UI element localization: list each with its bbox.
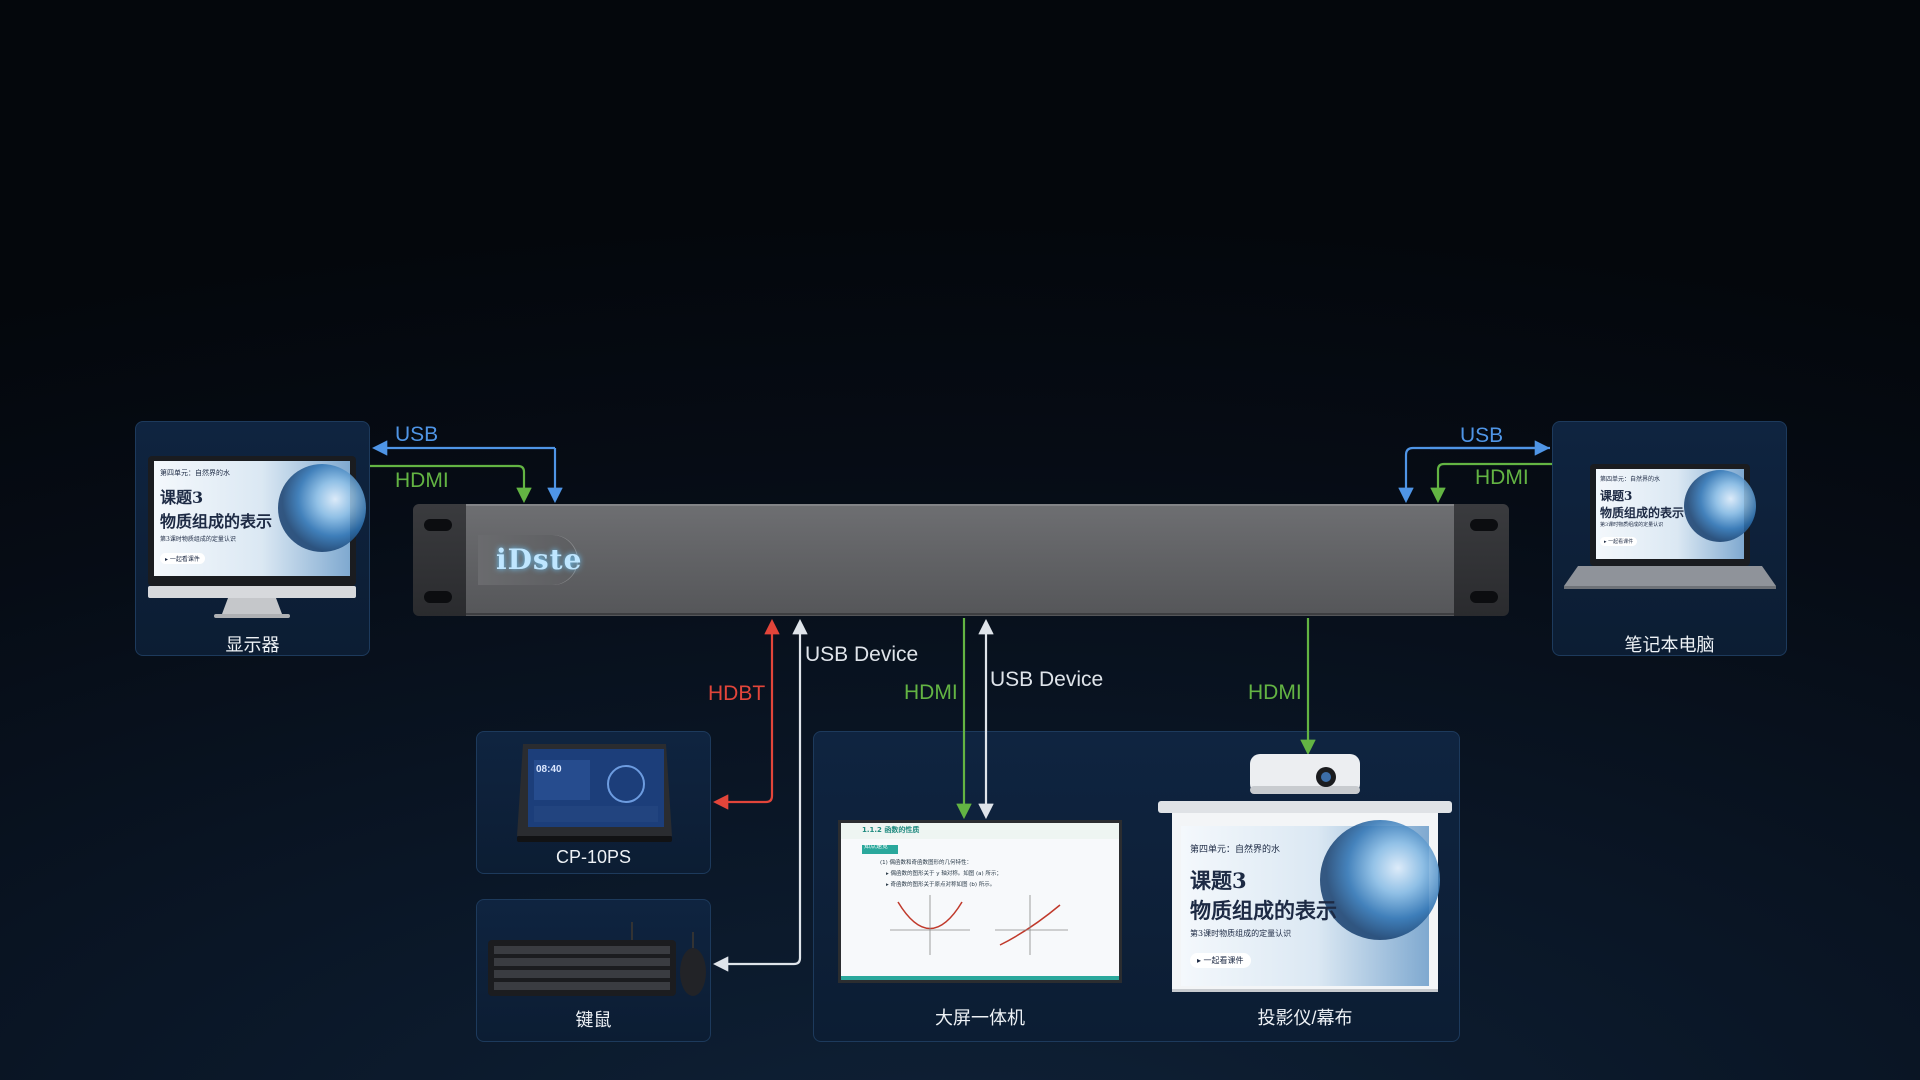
slide-sub: 第3课时物质组成的定量认识	[1190, 929, 1292, 938]
panel-time: 08:40	[536, 764, 562, 775]
slide-title-1: 课题3	[1600, 489, 1633, 503]
monitor-slide: 第四单元：自然界的水 课题3 物质组成的表示 第3课时物质组成的定量认识 ▸ 一…	[160, 468, 300, 565]
rack-ear-hole-top-right	[1470, 519, 1498, 531]
slide-unit: 第四单元：自然界的水	[1600, 476, 1661, 483]
slide-title-2: 物质组成的表示	[160, 512, 273, 531]
projector-label: 投影仪/幕布	[1257, 1008, 1353, 1028]
screen-line-1: (1) 偶函数和奇函数图形的几何特性：	[880, 860, 973, 866]
screen-heading: 1.1.2 函数的性质	[862, 826, 920, 834]
monitor-hdmi-wire	[370, 464, 532, 504]
slide-button: ▸ 一起看课件	[1190, 953, 1251, 968]
matrix-switcher-device	[413, 504, 1509, 616]
slide-title-1: 课题3	[160, 488, 204, 507]
brand-logo: iDste	[478, 535, 581, 585]
slide-button: ▸ 一起看课件	[1600, 537, 1638, 546]
laptop-usb-label: USB	[1460, 424, 1504, 447]
slide-title-2: 物质组成的表示	[1190, 898, 1337, 923]
projector-slide: 第四单元：自然界的水 课题3 物质组成的表示 第3课时物质组成的定量认识 ▸ 一…	[1190, 842, 1380, 968]
rack-ear-hole-bottom-left	[424, 591, 452, 603]
monitor-icon	[148, 456, 366, 618]
projector-icon	[1250, 754, 1360, 794]
slide-unit: 第四单元：自然界的水	[160, 469, 230, 477]
keyboard-label: 键鼠	[575, 1010, 612, 1030]
keyboard-mouse-icon	[488, 922, 706, 996]
smartscreen-content: 1.1.2 函数的性质 知点速览 (1) 偶函数和奇函数图形的几何特性： ▸ 偶…	[846, 825, 1116, 888]
screen-tag: 知点速览	[864, 843, 889, 850]
laptop-label: 笔记本电脑	[1624, 635, 1715, 655]
usb-device-keyboard-wire	[712, 618, 808, 972]
slide-sub: 第3课时物质组成的定量认识	[160, 536, 236, 543]
laptop-slide: 第四单元：自然界的水 课题3 物质组成的表示 第3课时物质组成的定量认识 ▸ 一…	[1600, 474, 1710, 547]
slide-unit: 第四单元：自然界的水	[1190, 845, 1281, 855]
smartscreen-label: 大屏一体机	[935, 1008, 1025, 1028]
screen-line-3: ▸ 奇函数的图形关于原点对称如图 (b) 所示。	[886, 882, 996, 888]
rack-ear-hole-top-left	[424, 519, 452, 531]
hdbt-label: HDBT	[708, 682, 766, 705]
hdmi-projector-label: HDMI	[1248, 681, 1302, 704]
rack-ear-hole-bottom-right	[1470, 591, 1498, 603]
slide-title-2: 物质组成的表示	[1600, 506, 1685, 520]
usb-device-label-2: USB Device	[990, 668, 1104, 691]
monitor-label: 显示器	[225, 635, 280, 655]
laptop-hdmi-wire	[1430, 462, 1552, 504]
monitor-usb-label: USB	[395, 423, 439, 446]
laptop-usb-wire-a	[1398, 446, 1550, 504]
laptop-hdmi-label: HDMI	[1475, 466, 1529, 489]
slide-title-1: 课题3	[1190, 868, 1247, 893]
slide-button: ▸ 一起看课件	[160, 553, 205, 564]
usb-device-label-1: USB Device	[805, 643, 919, 666]
screen-line-2: ▸ 偶函数的图形关于 y 轴对称。如图 (a) 所示；	[886, 871, 1002, 877]
hdmi-smartscreen-label: HDMI	[904, 681, 958, 704]
slide-sub: 第3课时物质组成的定量认识	[1600, 522, 1664, 528]
control-panel-label: CP-10PS	[555, 847, 632, 867]
smartscreen-icon	[838, 820, 1122, 983]
hdbt-wire	[712, 618, 780, 810]
control-panel-icon	[517, 744, 672, 842]
monitor-hdmi-label: HDMI	[395, 469, 449, 492]
